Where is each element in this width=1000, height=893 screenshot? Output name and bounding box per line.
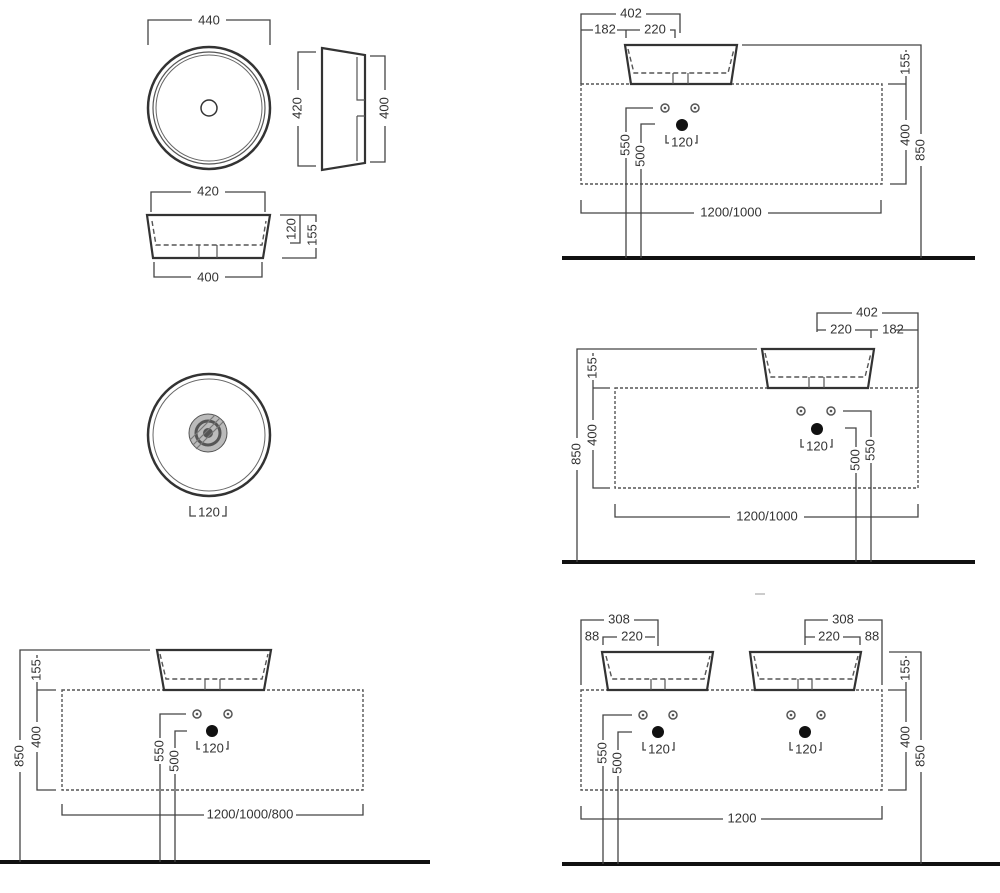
dim-right-center-offset: 220 xyxy=(818,628,840,643)
dim-basin-height: 155 xyxy=(28,659,43,681)
dim-right-edge-offset: 88 xyxy=(865,628,879,643)
dim-tap-height: 550 xyxy=(594,742,609,764)
dim-center-offset: 220 xyxy=(644,21,666,36)
dim-tap-height: 550 xyxy=(617,134,632,156)
dim-overall: 402 xyxy=(856,304,878,319)
tap-connection-icon xyxy=(660,103,670,113)
basin-right xyxy=(748,650,863,692)
tap-connection-icon xyxy=(690,103,700,113)
dim-cabinet-width: 1200 xyxy=(728,810,757,825)
dim-left-center-offset: 220 xyxy=(621,628,643,643)
basin-side-view: 420 400 xyxy=(289,46,393,172)
drain-hole-icon xyxy=(200,99,218,117)
tap-connection-icon xyxy=(192,709,202,719)
cabinet-outline xyxy=(580,689,883,791)
dim-total-height: 850 xyxy=(912,745,927,767)
dim-top-width: 440 xyxy=(198,12,220,27)
dim-drain-spacing: 120 xyxy=(806,438,828,453)
dim-front-inner-depth: 120 xyxy=(283,218,298,240)
dim-edge-offset: 182 xyxy=(594,21,616,36)
tap-connection-icon xyxy=(826,406,836,416)
dim-cabinet-height: 400 xyxy=(897,726,912,748)
tap-connection-icon xyxy=(796,406,806,416)
dim-edge-offset: 182 xyxy=(882,321,904,336)
dim-total-height: 850 xyxy=(568,443,583,465)
tap-connection-icon xyxy=(786,710,796,720)
dim-drain-height: 500 xyxy=(166,750,181,772)
cabinet-outline xyxy=(614,387,919,489)
drain-outlet-icon xyxy=(799,726,811,738)
basin xyxy=(155,648,273,692)
tap-connection-icon xyxy=(638,710,648,720)
basin xyxy=(623,43,739,86)
dim-front-height: 155 xyxy=(304,224,319,246)
dim-drain-height: 500 xyxy=(632,145,647,167)
dim-side-outer: 420 xyxy=(289,97,304,119)
installation-basin-left: 402 182 220 850 155 400 120 550 500 1200… xyxy=(562,5,975,260)
dim-drain-height: 500 xyxy=(609,752,624,774)
basin-top-view: 440 xyxy=(146,12,272,171)
dim-total-height: 850 xyxy=(11,745,26,767)
tap-connection-icon xyxy=(668,710,678,720)
dim-front-top-width: 420 xyxy=(197,183,219,198)
dim-right-drain-spacing: 120 xyxy=(795,741,817,756)
basin-left xyxy=(600,650,715,692)
dim-basin-height: 155 xyxy=(897,659,912,681)
dim-basin-height: 155 xyxy=(584,357,599,379)
basin-front-view: 420 120 155 400 xyxy=(145,183,321,285)
dim-cabinet-width: 1200/1000 xyxy=(700,204,761,219)
dim-drain-spacing: 120 xyxy=(671,134,693,149)
drain-outlet-icon xyxy=(676,119,688,131)
dim-left-drain-spacing: 120 xyxy=(648,741,670,756)
basin xyxy=(760,347,876,390)
dim-overall: 402 xyxy=(620,5,642,20)
dim-left-overall: 308 xyxy=(608,611,630,626)
drain-grate-icon xyxy=(188,413,228,453)
dim-right-overall: 308 xyxy=(832,611,854,626)
drain-outlet-icon xyxy=(811,423,823,435)
dim-drain-spacing: 120 xyxy=(202,740,224,755)
dim-front-bottom-width: 400 xyxy=(197,269,219,284)
basin-drain-view: 120 xyxy=(146,372,272,519)
dim-total-height: 850 xyxy=(912,139,927,161)
tap-connection-icon xyxy=(223,709,233,719)
dim-drain-height: 500 xyxy=(847,449,862,471)
dim-basin-height: 155 xyxy=(897,53,912,75)
installation-basin-right: 402 220 182 850 155 400 120 550 500 1200… xyxy=(562,304,975,564)
dim-tap-height: 550 xyxy=(151,740,166,762)
dim-left-edge-offset: 88 xyxy=(585,628,599,643)
dim-cabinet-width: 1200/1000/800 xyxy=(207,806,294,821)
basin-rim-outline xyxy=(146,45,272,171)
dim-cabinet-height: 400 xyxy=(897,124,912,146)
dim-cabinet-width: 1200/1000 xyxy=(736,508,797,523)
tap-connection-icon xyxy=(816,710,826,720)
dim-drain-width: 120 xyxy=(198,504,220,519)
dim-cabinet-height: 400 xyxy=(28,726,43,748)
dim-side-inner: 400 xyxy=(376,97,391,119)
drain-outlet-icon xyxy=(652,726,664,738)
dim-cabinet-height: 400 xyxy=(584,424,599,446)
drain-outlet-icon xyxy=(206,725,218,737)
dim-tap-height: 550 xyxy=(862,439,877,461)
installation-basin-center: 850 155 400 120 550 500 1200/1000/800 xyxy=(0,648,430,864)
dim-center-offset: 220 xyxy=(830,321,852,336)
installation-double-basin: 308 88 220 308 220 88 850 155 400 120 12… xyxy=(562,593,1000,866)
